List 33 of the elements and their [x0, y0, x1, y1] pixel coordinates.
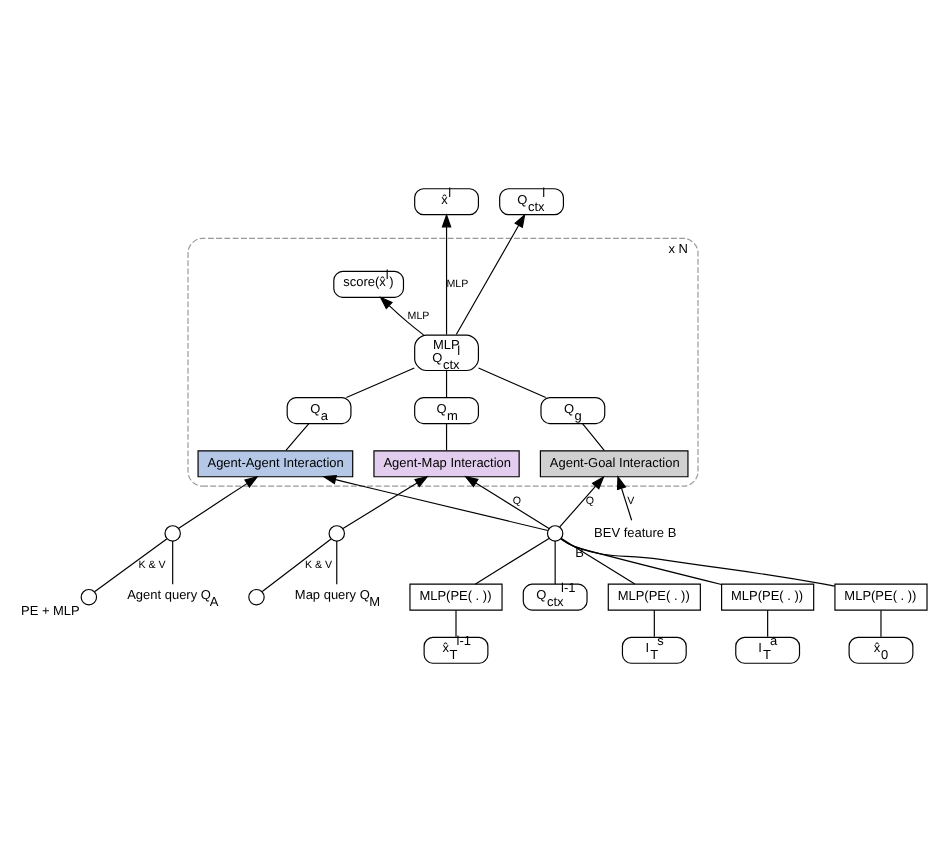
arrow — [455, 212, 526, 335]
connector — [560, 537, 723, 585]
arrow — [178, 475, 259, 528]
arrow — [559, 474, 605, 527]
connector — [474, 536, 550, 584]
arrow — [616, 474, 633, 520]
connector — [94, 537, 168, 592]
arrow — [322, 473, 549, 531]
node-circle — [80, 587, 98, 605]
connector — [560, 537, 836, 586]
connector — [261, 537, 332, 592]
arrow — [464, 474, 550, 528]
connector — [477, 366, 547, 398]
arrow — [379, 295, 425, 335]
node-circle — [164, 524, 181, 541]
connector — [172, 539, 174, 584]
connector — [560, 536, 636, 584]
connector — [455, 608, 457, 637]
connector — [653, 608, 655, 637]
connector — [445, 422, 448, 450]
connector — [554, 539, 556, 584]
node-circle — [248, 587, 265, 605]
connector — [880, 608, 882, 637]
connector — [285, 422, 310, 450]
arrow — [342, 474, 429, 528]
node-circle — [328, 524, 346, 541]
connector — [581, 422, 605, 450]
connector — [445, 369, 448, 397]
connector — [345, 366, 415, 398]
connector — [767, 608, 769, 637]
node-circle — [546, 524, 564, 541]
arrow — [441, 212, 452, 335]
connector — [336, 539, 338, 584]
